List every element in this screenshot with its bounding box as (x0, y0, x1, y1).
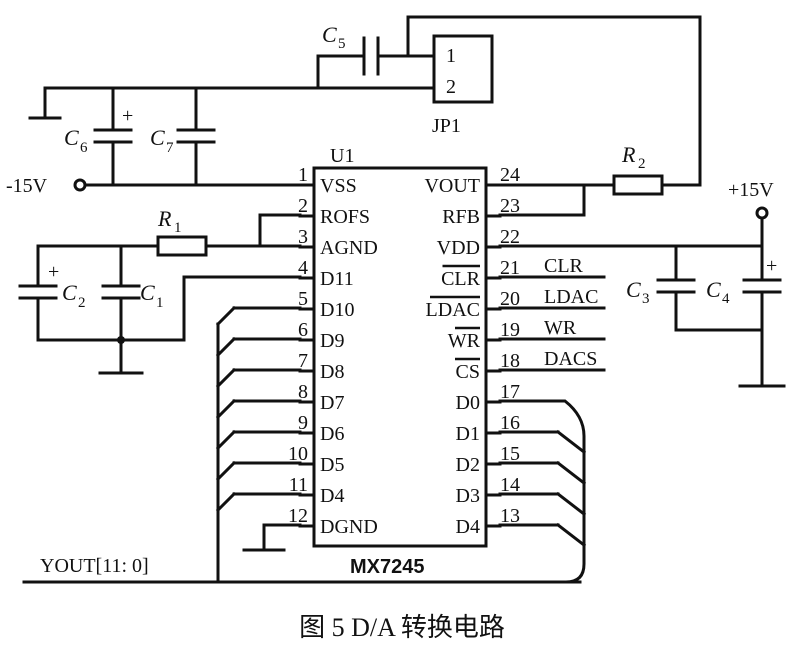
pin-name: D0 (456, 392, 480, 414)
pin-name: D1 (456, 423, 480, 445)
neg-supply-label: -15V (6, 175, 48, 197)
c6-label-letter: C (64, 125, 79, 150)
c1-label-letter: C (140, 280, 155, 305)
pin-name: WR (448, 330, 481, 352)
c5-label-sub: 5 (338, 36, 346, 52)
r1-label-letter: R (157, 206, 172, 231)
c7-label-letter: C (150, 125, 165, 150)
c4-label-letter: C (706, 277, 721, 302)
pin-number: 16 (500, 412, 520, 434)
pin-number: 18 (500, 350, 520, 372)
pin-number: 24 (500, 164, 520, 186)
bus-right (498, 399, 587, 584)
pin-name: AGND (320, 237, 378, 259)
jp1-pin2: 2 (446, 76, 456, 98)
r2-label-letter: R (621, 142, 636, 167)
pin-name: D9 (320, 330, 344, 352)
pin-number: 9 (298, 412, 308, 434)
pin-number: 4 (298, 257, 308, 279)
signal-ldac: LDAC (544, 286, 598, 308)
c7-label-sub: 7 (166, 140, 174, 156)
c3-label-sub: 3 (642, 291, 650, 307)
pin-number: 12 (288, 505, 308, 527)
r2-label-sub: 2 (638, 156, 646, 172)
pin-name: D4 (320, 485, 344, 507)
pin-name: VOUT (424, 175, 480, 197)
right-network: R 2 +15V C 3 + C 4 CLR LDAC WR DACS (498, 142, 786, 388)
top-network: 1 2 JP1 C 5 (43, 15, 702, 187)
r1-body (156, 235, 208, 257)
pin-number: 11 (289, 474, 308, 496)
pin-number: 5 (298, 288, 308, 310)
pin-number: 20 (500, 288, 520, 310)
c4-polarity: + (766, 255, 777, 277)
pin-name: D3 (456, 485, 480, 507)
pin-name: D11 (320, 268, 354, 290)
pin-name: VSS (320, 175, 357, 197)
c6-label-sub: 6 (80, 140, 88, 156)
chip-body (312, 166, 488, 548)
bus-label: YOUT[11: 0] (40, 555, 149, 577)
pin-name: DGND (320, 516, 378, 538)
pin-number: 13 (500, 505, 520, 527)
figure-caption: 图 5 D/A 转换电路 (299, 613, 505, 642)
pin-name: D4 (456, 516, 480, 538)
signal-wr: WR (544, 317, 577, 339)
neg-supply-terminal (73, 178, 87, 192)
pin-number: 14 (500, 474, 520, 496)
c1-label-sub: 1 (156, 295, 164, 311)
pin-number: 10 (288, 443, 308, 465)
c2-label-letter: C (62, 280, 77, 305)
neg-supply-network: + C 6 C 7 -15V (6, 86, 302, 197)
pin-name: CS (456, 361, 480, 383)
pin-number: 21 (500, 257, 520, 279)
r1-label-sub: 1 (174, 220, 182, 236)
pin-name: D2 (456, 454, 480, 476)
pin-name: ROFS (320, 206, 370, 228)
jp1-header (432, 34, 494, 104)
junction-dot (117, 336, 125, 344)
c5-label-letter: C (322, 22, 337, 47)
jp1-pin1: 1 (446, 45, 456, 67)
pin-name: D6 (320, 423, 344, 445)
bus-left: YOUT[11: 0] (22, 305, 582, 584)
pin-number: 23 (500, 195, 520, 217)
pos-supply-terminal (755, 206, 769, 220)
pos-supply-label: +15V (728, 179, 774, 201)
pin-number: 6 (298, 319, 308, 341)
pin-name: CLR (441, 268, 481, 290)
pin-name: D7 (320, 392, 344, 414)
c2-label-sub: 2 (78, 295, 86, 311)
pin-name: D5 (320, 454, 344, 476)
signal-dacs: DACS (544, 348, 597, 370)
pin-number: 19 (500, 319, 520, 341)
chip-ref: U1 (330, 145, 354, 167)
pin-number: 3 (298, 226, 308, 248)
pin-name: VDD (437, 237, 480, 259)
pin-number: 8 (298, 381, 308, 403)
c2-polarity: + (48, 261, 59, 283)
pin-name: D8 (320, 361, 344, 383)
pin-name: D10 (320, 299, 354, 321)
signal-clr: CLR (544, 255, 584, 277)
pin-name: LDAC (426, 299, 480, 321)
pin-number: 7 (298, 350, 308, 372)
r2-body (612, 174, 664, 196)
jp1-ref: JP1 (432, 115, 461, 137)
pin-name: RFB (442, 206, 480, 228)
pin-number: 17 (500, 381, 520, 403)
c6-polarity: + (122, 105, 133, 127)
chip-part: MX7245 (350, 556, 425, 578)
pin-number: 2 (298, 195, 308, 217)
agnd-network: R 1 + C 2 C 1 (18, 206, 302, 375)
pin-number: 1 (298, 164, 308, 186)
c3-label-letter: C (626, 277, 641, 302)
pin-number: 15 (500, 443, 520, 465)
pin-number: 22 (500, 226, 520, 248)
c4-label-sub: 4 (722, 291, 730, 307)
